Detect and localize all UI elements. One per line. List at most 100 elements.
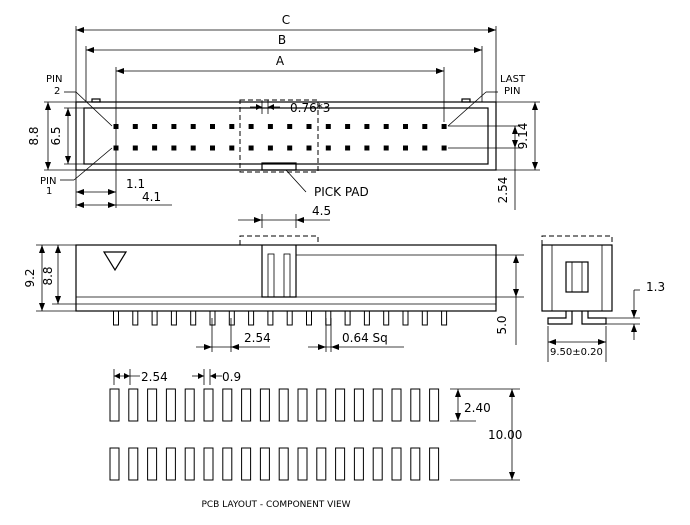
top-pin-upper	[113, 124, 119, 129]
top-pin-lower	[248, 145, 254, 151]
side-view: 4.5 9.2 8.8 5.0	[23, 204, 524, 352]
pcb-pad-upper	[297, 388, 308, 422]
pcb-pad-upper	[410, 388, 421, 422]
pcb-pad-upper	[109, 388, 120, 422]
last-pin-label-line1: LAST	[500, 74, 526, 85]
pcb-pad-grid	[109, 388, 440, 481]
top-pin-lower	[132, 145, 138, 151]
top-pin-lower	[422, 145, 428, 151]
top-pin-lower	[306, 145, 312, 151]
side-height-outer: 9.2	[23, 268, 37, 287]
top-pin-upper	[364, 124, 370, 129]
dim-a-label: A	[276, 54, 285, 68]
top-pin-lower	[325, 145, 331, 151]
end-width: 9.50±0.20	[550, 347, 603, 358]
pick-pad-label: PICK PAD	[314, 185, 369, 199]
top-pin-lower	[229, 145, 235, 151]
top-pin-upper	[287, 124, 293, 129]
pcb-pad-width: 0.9	[222, 370, 241, 384]
side-pitch: 2.54	[244, 331, 271, 345]
top-pin-lower	[210, 145, 215, 151]
pcb-pad-upper	[147, 388, 158, 422]
pin1-label-line2: 1	[46, 186, 52, 197]
end-view: 1.3 9.50±0.20	[541, 235, 665, 362]
side-pin	[190, 310, 197, 326]
top-pin-upper	[441, 124, 447, 129]
top-pin-upper	[190, 124, 196, 129]
side-pin	[151, 310, 158, 326]
pcb-row-span: 10.00	[488, 428, 522, 442]
pcb-pad-lower	[165, 447, 176, 481]
side-pin	[402, 310, 409, 326]
top-pin-upper	[403, 124, 408, 129]
pcb-pad-length: 2.40	[464, 401, 491, 415]
top-height-inner: 6.5	[49, 126, 63, 145]
pin2-label-line2: 2	[54, 86, 60, 97]
top-pin-lower	[364, 145, 370, 151]
top-pin-upper	[210, 124, 215, 129]
side-pin	[170, 310, 177, 326]
dim-c-label: C	[282, 13, 290, 27]
pin2-label-line1: PIN	[46, 74, 62, 85]
pcb-pad-upper	[165, 388, 176, 422]
pcb-pad-lower	[109, 447, 120, 481]
pcb-pad-upper	[241, 388, 252, 422]
side-pin	[383, 310, 390, 326]
pcb-pad-lower	[222, 447, 233, 481]
top-pin-lower	[441, 145, 447, 151]
top-pin-upper	[345, 124, 351, 129]
pcb-pad-upper	[335, 388, 346, 422]
side-pin-size: 0.64 Sq	[342, 331, 388, 345]
top-pin-upper	[383, 124, 389, 129]
pcb-pad-lower	[429, 447, 440, 481]
pcb-pad-lower	[391, 447, 402, 481]
pcb-pad-upper	[316, 388, 327, 422]
side-pin	[248, 310, 255, 326]
pcb-pad-lower	[184, 447, 195, 481]
side-pin	[306, 310, 312, 326]
side-pickpad-width: 4.5	[312, 204, 331, 218]
pcb-pad-upper	[128, 388, 139, 422]
top-right-offset: 2.54	[496, 177, 510, 204]
pcb-pad-upper	[278, 388, 289, 422]
pcb-pad-lower	[203, 447, 214, 481]
pcb-pad-upper	[222, 388, 233, 422]
pcb-pad-lower	[335, 447, 346, 481]
pcb-pad-lower	[297, 447, 308, 481]
top-pin-lower	[190, 145, 196, 151]
pcb-pad-lower	[147, 447, 158, 481]
pcb-pad-upper	[429, 388, 440, 422]
side-pin	[228, 310, 235, 326]
top-pin-upper	[152, 124, 158, 129]
pcb-pad-lower	[353, 447, 364, 481]
pcb-pad-lower	[128, 447, 139, 481]
pcb-layout: 2.54 0.9 2.40 10.00 PCB LAYOUT - COMPONE…	[109, 369, 522, 510]
side-pin	[421, 310, 428, 326]
dim-b-label: B	[278, 33, 286, 47]
pcb-pad-lower	[241, 447, 252, 481]
pcb-pad-upper	[184, 388, 195, 422]
side-pin-row	[113, 310, 448, 326]
top-pin-lower	[287, 145, 293, 151]
top-pin-upper	[248, 124, 254, 129]
pcb-pad-upper	[203, 388, 214, 422]
pcb-pad-upper	[259, 388, 270, 422]
top-pin-lower	[383, 145, 389, 151]
pcb-caption: PCB LAYOUT - COMPONENT VIEW	[201, 500, 350, 510]
side-right-height: 5.0	[495, 315, 509, 334]
top-offset-body: 4.1	[142, 190, 161, 204]
pcb-pad-lower	[278, 447, 289, 481]
top-pin-upper	[171, 124, 177, 129]
side-height-inner: 8.8	[41, 266, 55, 285]
pcb-pad-lower	[372, 447, 383, 481]
pcb-pad-lower	[259, 447, 270, 481]
side-pin	[363, 310, 370, 326]
top-pin-lower	[403, 145, 408, 151]
last-pin-label-line2: PIN	[504, 86, 520, 97]
top-height-outer: 8.8	[27, 126, 41, 145]
pcb-pad-upper	[353, 388, 364, 422]
top-pin-lower	[171, 145, 177, 151]
top-pin-upper	[422, 124, 428, 129]
side-pin	[267, 310, 274, 326]
